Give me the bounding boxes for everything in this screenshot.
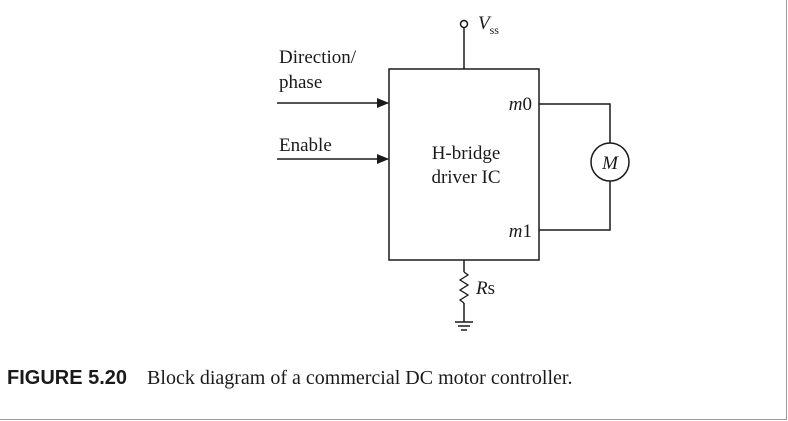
direction-label-line1: Direction/ (279, 47, 357, 68)
pin-m0-label: m0 (509, 94, 532, 115)
enable-label: Enable (279, 135, 332, 156)
figure-number: FIGURE 5.20 (7, 367, 128, 389)
direction-label-line2: phase (279, 72, 322, 93)
motor-wire-top (539, 103, 611, 143)
ground-icon (455, 321, 473, 331)
motor-symbol (590, 142, 630, 182)
sense-resistor-label: Rs (475, 278, 495, 299)
block-label-line2: driver IC (431, 167, 500, 188)
caption-text: Block diagram of a commercial DC motor c… (147, 367, 573, 389)
motor-label: M (601, 153, 619, 174)
figure-caption: FIGURE 5.20 Block diagram of a commercial… (7, 367, 572, 390)
vss-label: Vss (478, 13, 499, 37)
pin-m1-label: m1 (509, 221, 532, 242)
block-label-line1: H-bridge (432, 143, 501, 164)
motor-wire-bottom (539, 181, 611, 231)
sense-resistor (458, 271, 470, 304)
vss-terminal (459, 19, 469, 29)
